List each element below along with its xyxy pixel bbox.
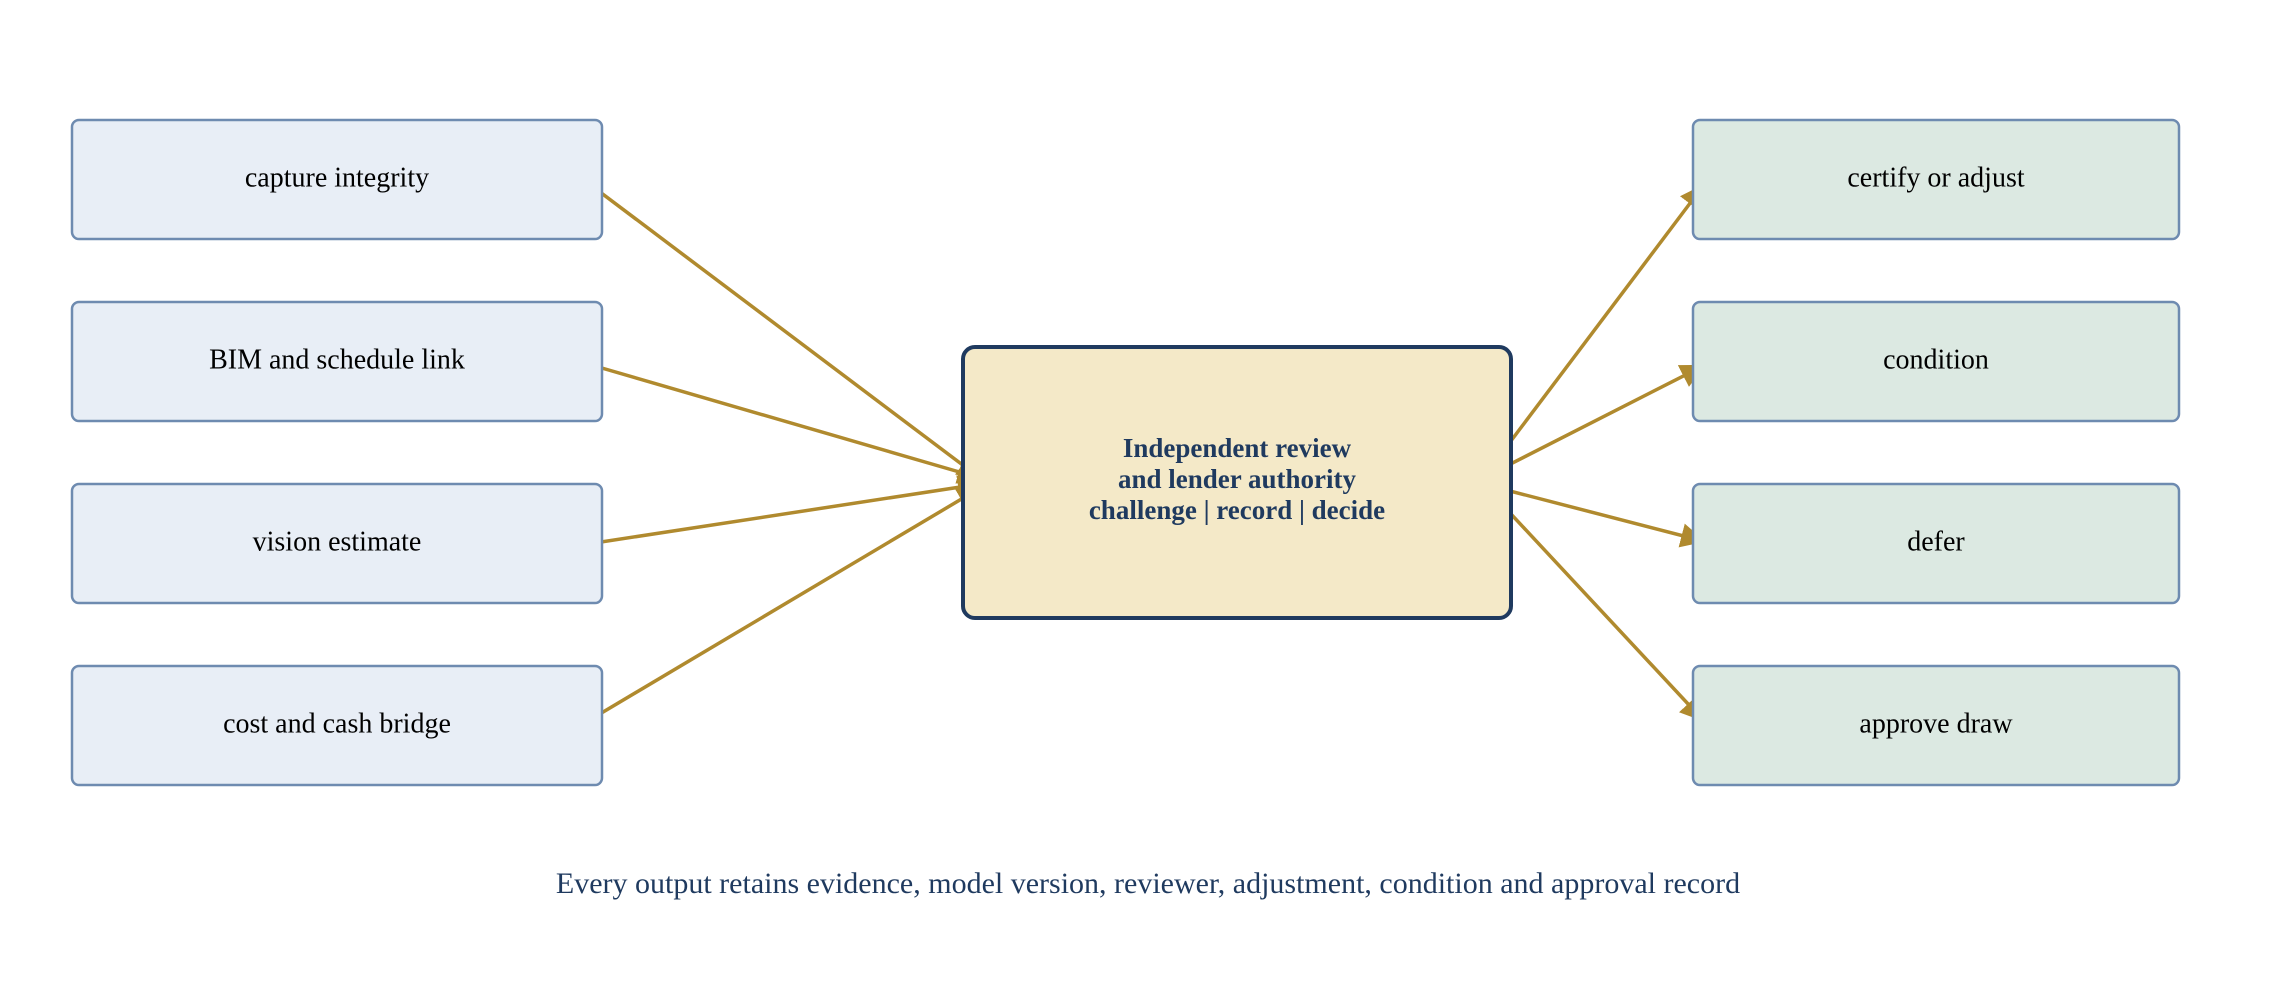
output-label: condition <box>1883 344 1989 375</box>
center-line-2: and lender authority <box>1118 464 1357 494</box>
arrow-review-to-approve-draw <box>1481 482 1705 722</box>
input-box-cost-cash-bridge: cost and cash bridge <box>70 664 604 787</box>
arrows-layer <box>586 181 1706 723</box>
input-box-capture-integrity: capture integrity <box>70 118 604 241</box>
input-label: capture integrity <box>245 162 429 193</box>
arrow-review-to-defer <box>1482 482 1706 548</box>
input-label: cost and cash bridge <box>223 708 451 739</box>
arrow-vision-estimate-to-review <box>587 475 983 546</box>
input-label: vision estimate <box>253 526 422 557</box>
caption: Every output retains evidence, model ver… <box>556 867 1740 900</box>
input-box-bim-schedule-link: BIM and schedule link <box>70 300 604 423</box>
output-box-approve-draw: approve draw <box>1691 664 2181 787</box>
input-label: BIM and schedule link <box>209 344 465 375</box>
arrow-capture-integrity-to-review <box>586 181 982 480</box>
center-line-1: Independent review <box>1123 433 1352 463</box>
output-label: certify or adjust <box>1847 162 2024 193</box>
output-box-condition: condition <box>1691 300 2181 423</box>
arrow-cost-cash-to-review <box>587 486 983 723</box>
output-box-defer: defer <box>1691 482 2181 605</box>
input-box-vision-estimate: vision estimate <box>70 482 604 605</box>
output-box-certify-or-adjust: certify or adjust <box>1691 118 2181 241</box>
output-label: approve draw <box>1859 708 2013 739</box>
arrow-bim-schedule-to-review <box>587 362 983 484</box>
arrow-review-to-certify <box>1481 184 1705 480</box>
output-label: defer <box>1907 526 1965 557</box>
center-review-box: Independent review and lender authority … <box>961 345 1513 620</box>
arrow-review-to-condition <box>1482 364 1706 480</box>
center-line-3: challenge | record | decide <box>1089 495 1385 525</box>
